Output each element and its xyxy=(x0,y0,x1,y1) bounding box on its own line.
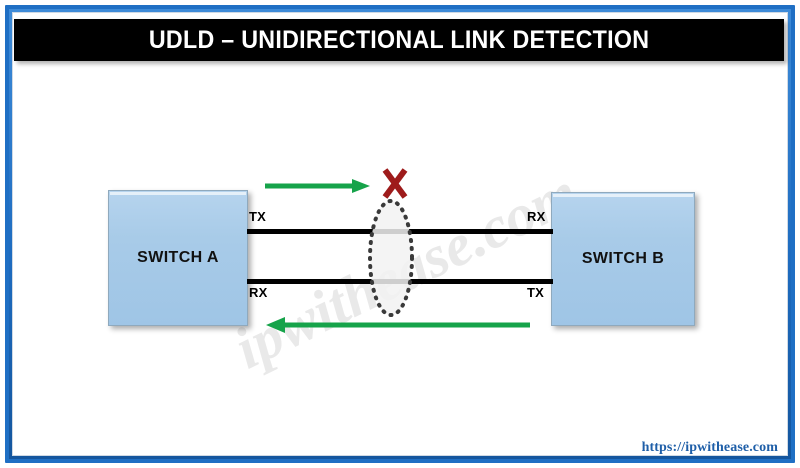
footer-website-link[interactable]: https://ipwithease.com xyxy=(641,440,778,455)
node-switch-b-label: SWITCH B xyxy=(581,250,665,267)
port-label-switch-a-rx: RX xyxy=(249,285,268,300)
link-line-bottom xyxy=(247,279,553,284)
node-switch-a-label: SWITCH A xyxy=(137,249,219,266)
page-title: UDLD – UNIDIRECTIONAL LINK DETECTION xyxy=(148,25,650,54)
flow-arrow-right-icon xyxy=(265,179,370,193)
port-label-switch-a-tx: TX xyxy=(249,209,267,224)
fault-x-icon xyxy=(382,168,408,199)
flow-arrow-left-icon xyxy=(266,317,530,333)
title-banner: UDLD – UNIDIRECTIONAL LINK DETECTION xyxy=(14,19,784,61)
port-label-switch-b-rx: RX xyxy=(527,209,546,224)
node-switch-a[interactable]: SWITCH A xyxy=(108,190,248,326)
link-line-top xyxy=(247,229,553,234)
node-switch-b[interactable]: SWITCH B xyxy=(551,192,695,326)
fault-ellipse-icon xyxy=(368,199,414,317)
port-label-switch-b-tx: TX xyxy=(527,285,545,300)
